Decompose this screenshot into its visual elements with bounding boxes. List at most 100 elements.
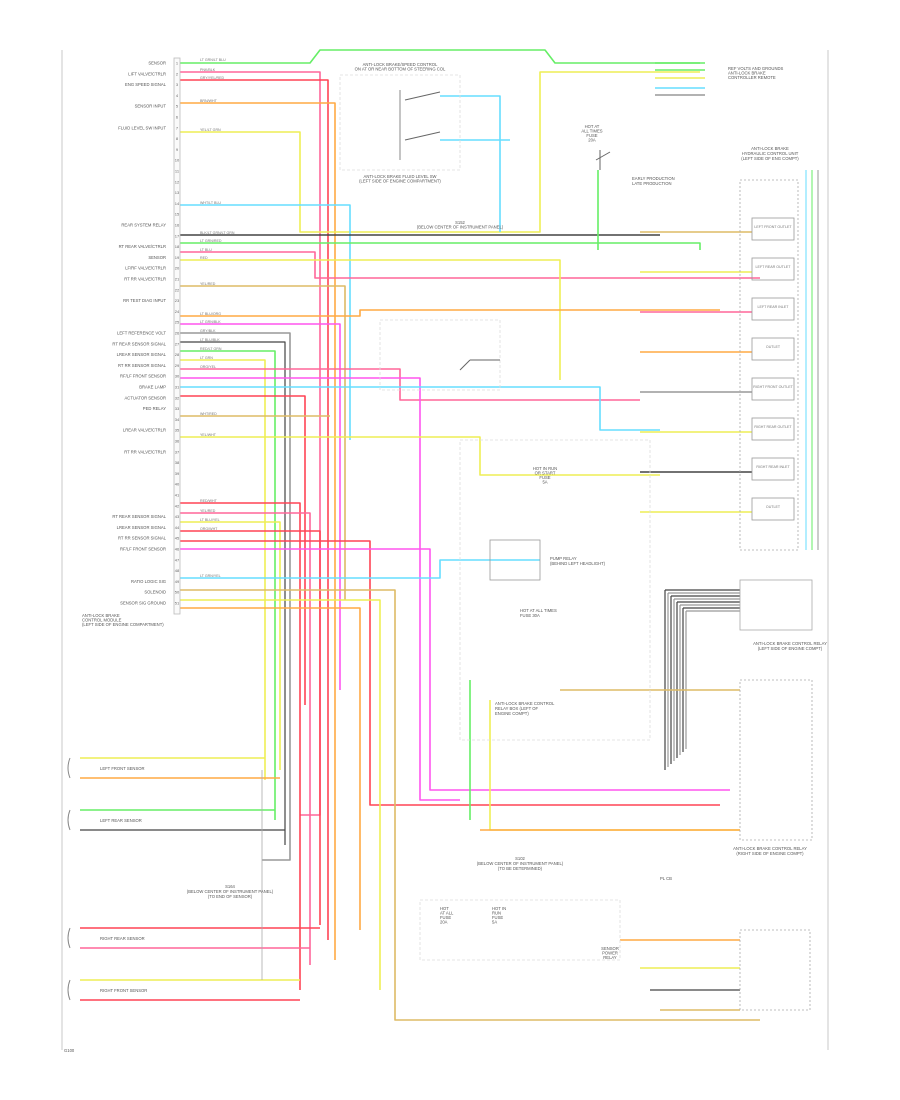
pin-label: SENSOR SIG GROUND xyxy=(120,601,166,606)
production-label-line: EARLY PRODUCTION xyxy=(632,176,675,181)
pin-number: 20 xyxy=(175,266,180,271)
wire-color-label: RED/WHT xyxy=(200,499,218,503)
hydraulic-control-unit xyxy=(739,179,799,551)
wire-color-label: LT BLU/ORG xyxy=(200,312,221,316)
wire-18 xyxy=(180,368,640,401)
bottom-fuse-relay-box xyxy=(419,899,621,961)
wheel-sensor-label: LEFT REAR SENSOR xyxy=(100,818,142,823)
pin-label: SOLENOID xyxy=(144,590,166,595)
wire-1 xyxy=(180,49,700,64)
wire-17 xyxy=(180,359,266,780)
pin-label: LREAR VALVE/CTRLR xyxy=(123,428,166,433)
wire-21 xyxy=(180,395,306,705)
pin-number: 51 xyxy=(175,601,180,606)
pin-label: RF/LF FRONT SENSOR xyxy=(120,547,166,552)
fuse-label-line: 20A xyxy=(588,138,596,143)
pin-number: 38 xyxy=(175,460,180,465)
wire-25 xyxy=(180,512,311,965)
pin-number: 25 xyxy=(175,320,180,325)
pin-label: RT RR SENSOR SIGNAL xyxy=(118,536,167,541)
pin-number: 4 xyxy=(176,93,179,98)
pin-label: RT REAR VALVE/CTRLR xyxy=(119,244,166,249)
switch-contacts xyxy=(404,91,441,141)
pin-number: 22 xyxy=(175,287,180,292)
bottom-fuse-label-line: FUSE xyxy=(440,915,451,920)
fuse-label-line: ALL TIMES xyxy=(581,129,602,134)
relay-label-line: HOT IN RUN xyxy=(533,466,557,471)
pin-label: LEFT REFERENCE VOLT xyxy=(117,331,166,336)
wire-6 xyxy=(180,204,351,440)
fluid-switch-contact xyxy=(459,359,500,371)
wire-color-label: PNK/BLK xyxy=(200,68,216,72)
wire-29 xyxy=(180,548,730,791)
pin-number: 36 xyxy=(175,439,180,444)
fluid-switch-label-line: (LEFT SIDE OF ENGINE COMPARTMENT) xyxy=(359,179,441,184)
pin-label: RT REAR SENSOR SIGNAL xyxy=(112,341,166,346)
pin-number: 13 xyxy=(175,190,180,195)
wire-color-label: BRN/WHT xyxy=(200,99,218,103)
valve-label: OUTLET xyxy=(766,345,781,349)
splice-label-line: (BELOW CENTER OF INSTRUMENT PANEL) xyxy=(417,225,504,230)
wire-26 xyxy=(180,521,281,770)
pin-number: 48 xyxy=(175,568,180,573)
pin-number: 9 xyxy=(176,147,179,152)
pin-label: RT RR VALVE/CTRLR xyxy=(124,277,166,282)
pin-number: 24 xyxy=(175,309,180,314)
fluid-switch-label-line: ANTI-LOCK BRAKE FLUID LEVEL SW xyxy=(364,174,437,179)
pin-number: 30 xyxy=(175,374,180,379)
pin-number: 1 xyxy=(176,61,179,66)
relay-right-label-line: (RIGHT SIDE OF ENGINE COMPT) xyxy=(736,851,804,856)
abs-control-relay xyxy=(739,679,813,841)
wire-28 xyxy=(180,540,720,806)
wire-5 xyxy=(180,71,700,233)
wire-color-label: ORG/YEL xyxy=(200,365,216,369)
power-relay-label-line: RELAY xyxy=(603,955,617,960)
relay-box-label-line: RELAY BOX (LEFT OF xyxy=(495,706,538,711)
pin-number: 32 xyxy=(175,395,180,400)
pin-label: SENSOR INPUT xyxy=(135,104,167,109)
pin-number: 31 xyxy=(175,385,180,390)
valve-solenoid-2 xyxy=(751,257,795,281)
valve-solenoid-7 xyxy=(751,457,795,481)
valve-label: RIGHT REAR INLET xyxy=(756,465,790,469)
pin-number: 23 xyxy=(175,298,180,303)
valve-label: RIGHT REAR OUTLET xyxy=(754,425,792,429)
wire-color-label: WHT/RED xyxy=(200,412,217,416)
wire-color-label: YEL/WHT xyxy=(200,433,217,437)
pin-label: LF/RF VALVE/CTRLR xyxy=(125,266,166,271)
sensor-coil-3 xyxy=(67,927,71,949)
pin-number: 37 xyxy=(175,449,180,454)
wire-30 xyxy=(180,559,540,579)
pin-label: LREAR SENSOR SIGNAL xyxy=(117,352,167,357)
relay-label-line: 5A xyxy=(542,480,547,485)
bottom-relay-label-line: FUSE xyxy=(492,915,503,920)
wire-color-label: RED/LT GRN xyxy=(200,347,222,351)
pin-label: SENSOR xyxy=(148,255,166,260)
wire-9 xyxy=(180,251,760,279)
pin-label: RATIO LOGIC SIG xyxy=(131,579,166,584)
bottom-fuse-label-line: 20A xyxy=(440,920,448,925)
pin-label: ACTUATOR SENSOR xyxy=(125,395,167,400)
pin-number: 16 xyxy=(175,223,180,228)
fuse-switch xyxy=(595,150,611,170)
wire-color-label: LT BLU/BLK xyxy=(200,338,220,342)
wire-relay-down xyxy=(489,700,740,831)
wire-32 xyxy=(180,599,381,990)
relay-label-line: OR START xyxy=(535,471,556,476)
bottom-splice-label-line: (TO END OF SENSOR) xyxy=(208,894,253,899)
valve-solenoid-1 xyxy=(751,217,795,241)
power-dist-label-line: HOT AT ALL TIMES xyxy=(520,608,557,613)
steering-col-switch xyxy=(339,74,461,171)
pin-number: 33 xyxy=(175,406,180,411)
bottom-splice-label-line: S164 xyxy=(225,884,235,889)
bottom-center-label-line: (TO BE DETERMINED) xyxy=(498,866,543,871)
bottom-center-label-line: (BELOW CENTER OF INSTRUMENT PANEL) xyxy=(477,861,564,866)
wire-2 xyxy=(180,71,321,816)
wire-24 xyxy=(180,502,301,990)
bottom-fuse-label-line: AT ALL xyxy=(440,911,454,916)
wire-15 xyxy=(180,341,286,845)
pin-number: 3 xyxy=(176,82,179,87)
wire-color-label: GRY/YEL/RED xyxy=(200,76,225,80)
